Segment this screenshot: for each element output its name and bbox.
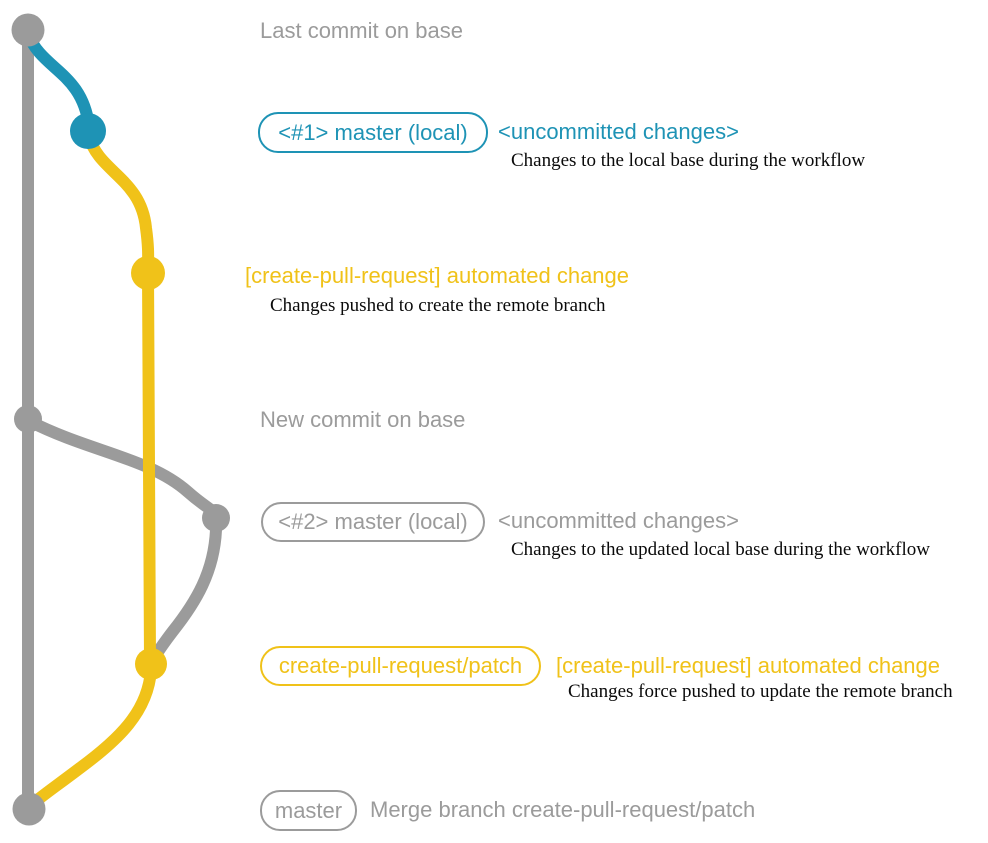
branch-label-master-local-2: <#2> master (local): [261, 502, 485, 542]
branch-label-text: master: [274, 797, 343, 823]
branch-label-text: <#1> master (local): [278, 119, 468, 145]
annotation-note-4: Changes force pushed to update the remot…: [568, 681, 953, 702]
annotation-note-1: Changes to the local base during the wor…: [511, 150, 866, 171]
annotation-new-commit: New commit on base: [260, 407, 466, 432]
branch-label-master-local-1: <#1> master (local): [258, 112, 488, 153]
branch-label-master: master: [260, 790, 357, 831]
annotation-note-2: Changes pushed to create the remote bran…: [270, 295, 606, 316]
branch-label-text: <#2> master (local): [278, 509, 468, 534]
commit-node-patch2: [135, 648, 167, 680]
commit-node-merge: [12, 792, 46, 826]
commit-node-local2: [202, 504, 230, 532]
commit-node-local1: [70, 113, 106, 149]
branch-label-patch: create-pull-request/patch: [260, 646, 541, 686]
branch-path-base-to-local2: [23, 415, 223, 523]
annotation-merge-branch: Merge branch create-pull-request/patch: [370, 797, 756, 822]
branch-path-local2-to-patch: [148, 524, 222, 664]
annotation-uncommitted-1: <uncommitted changes>: [498, 119, 739, 144]
branch-path-patch-merge: [23, 664, 157, 813]
annotation-automated-change-2: [create-pull-request] automated change: [556, 653, 941, 678]
commit-node-patch1: [131, 256, 165, 290]
branch-path-local1: [22, 28, 95, 132]
annotation-uncommitted-2: <uncommitted changes>: [498, 508, 739, 533]
commit-node-new-base: [14, 405, 42, 433]
branch-path-patch-upper: [83, 130, 156, 666]
branch-label-text: create-pull-request/patch: [278, 653, 523, 678]
annotation-last-commit: Last commit on base: [260, 18, 463, 43]
commit-node-last-base: [11, 13, 45, 47]
annotation-automated-change-1: [create-pull-request] automated change: [245, 263, 630, 288]
annotation-note-3: Changes to the updated local base during…: [511, 539, 930, 560]
